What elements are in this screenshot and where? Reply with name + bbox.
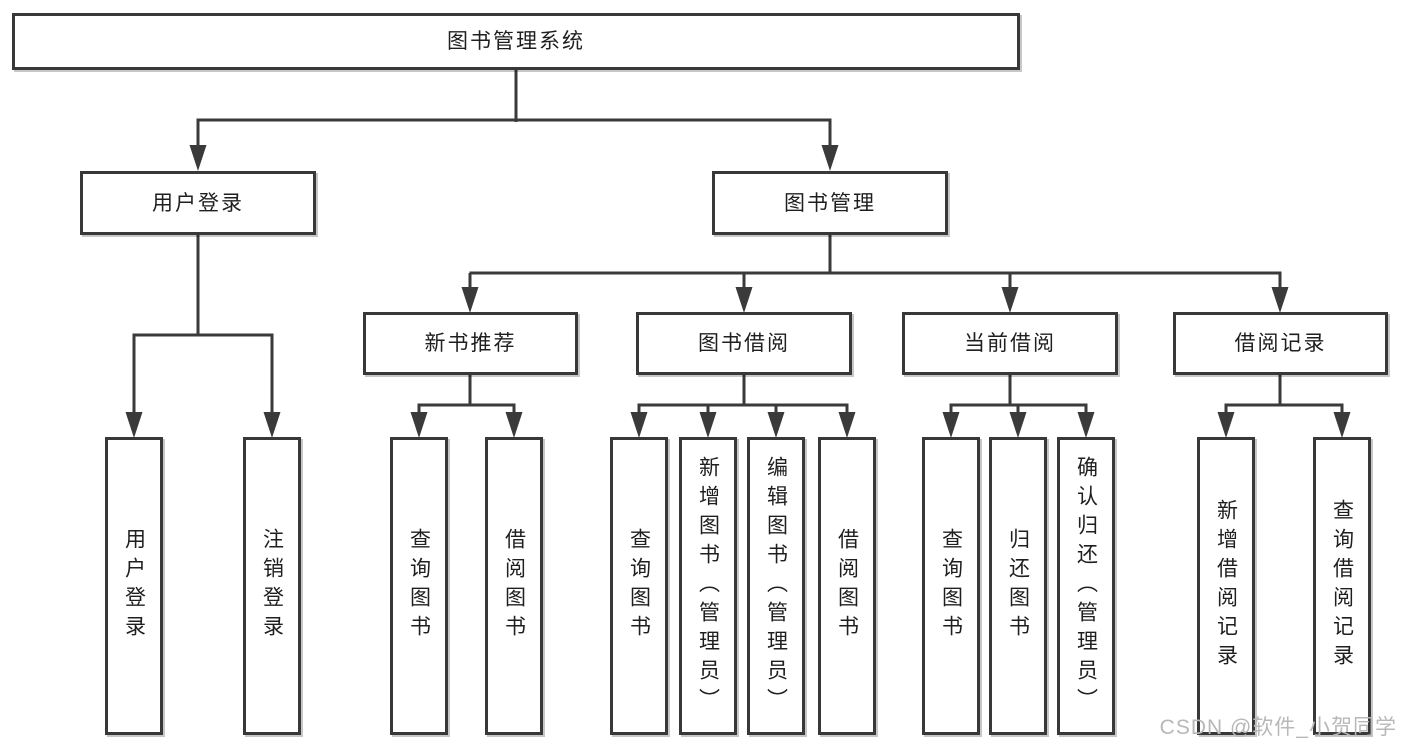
leaf-add-borrow-record: 新增借阅记录 (1197, 437, 1255, 735)
node-current-borrow: 当前借阅 (902, 312, 1118, 375)
leaf-user-login: 用户登录 (105, 437, 163, 735)
leaf-logout: 注销登录 (243, 437, 301, 735)
leaf-edit-book-admin: 编辑图书（管理员） (747, 437, 805, 735)
node-borrow-records: 借阅记录 (1173, 312, 1388, 375)
node-book-borrow: 图书借阅 (636, 312, 852, 375)
leaf-query-borrow-record: 查询借阅记录 (1313, 437, 1371, 735)
node-new-book-recommend: 新书推荐 (363, 312, 578, 375)
leaf-borrow-books: 借阅图书 (818, 437, 876, 735)
leaf-query-books-borrow: 查询图书 (610, 437, 668, 735)
node-root: 图书管理系统 (12, 13, 1020, 70)
leaf-borrow-books-recommend: 借阅图书 (485, 437, 543, 735)
node-book-management: 图书管理 (712, 171, 948, 235)
leaf-return-books: 归还图书 (989, 437, 1047, 735)
leaf-confirm-return-admin: 确认归还（管理员） (1057, 437, 1115, 735)
leaf-query-books-recommend: 查询图书 (390, 437, 448, 735)
leaf-add-book-admin: 新增图书（管理员） (679, 437, 737, 735)
leaf-query-books-current: 查询图书 (922, 437, 980, 735)
node-user-login: 用户登录 (80, 171, 316, 235)
